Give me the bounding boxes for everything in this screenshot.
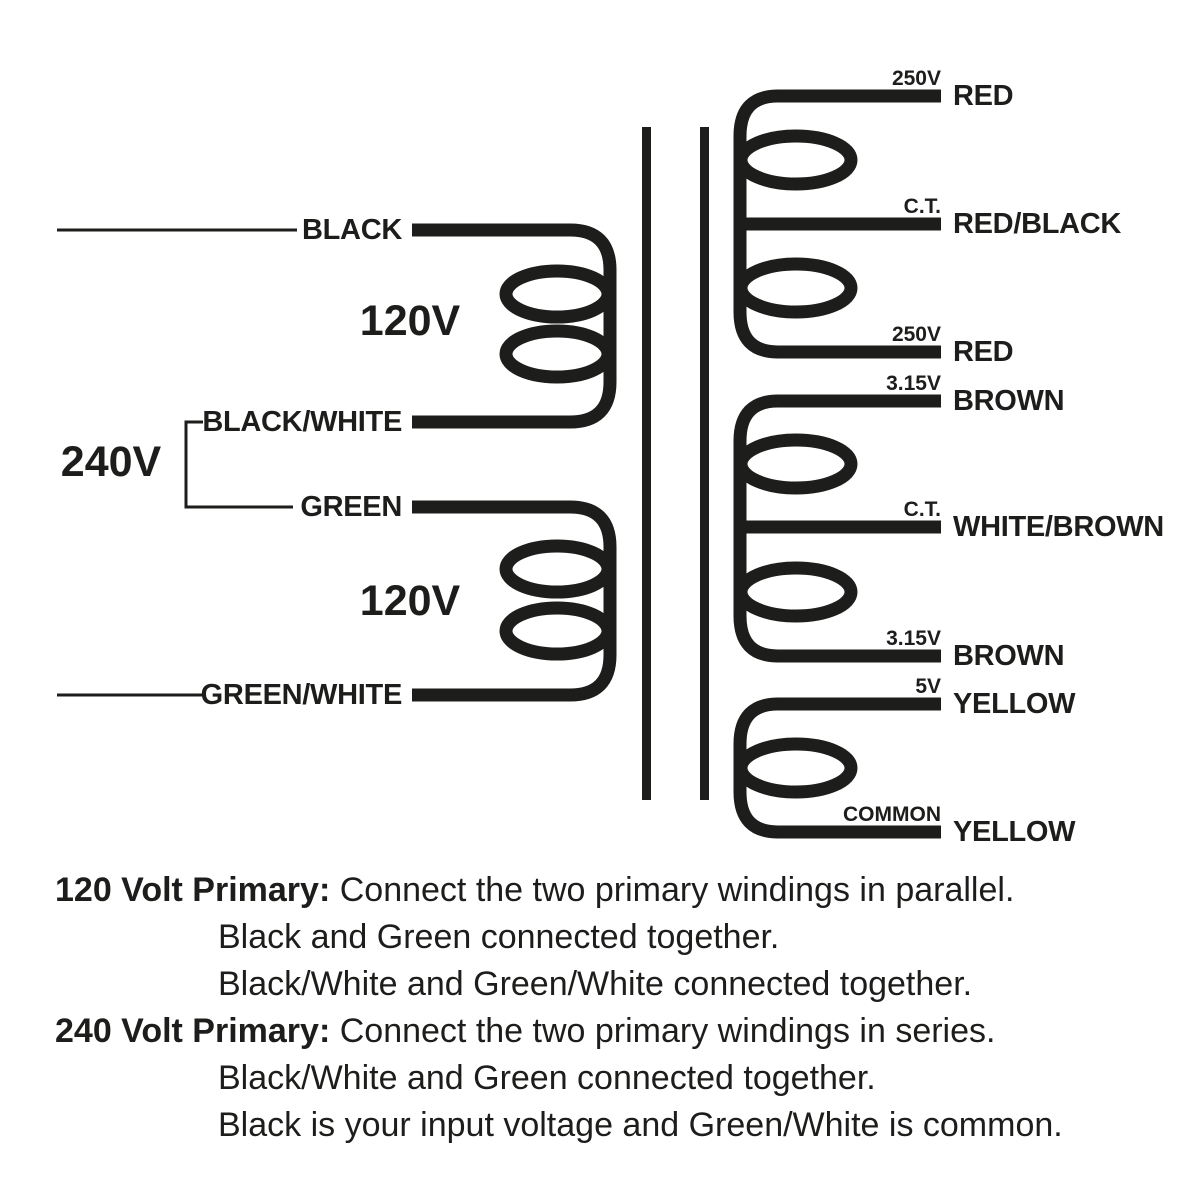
lead-label-black-white: BLACK/WHITE <box>202 406 402 438</box>
wire-label-white-brown: WHITE/BROWN <box>953 511 1164 543</box>
note-240v-text: Connect the two primary windings in seri… <box>339 1012 996 1050</box>
tap-label-3-15v-top: 3.15V <box>886 372 941 395</box>
note-text: Black/White and Green connected together… <box>218 1059 876 1097</box>
wire-label-red-top: RED <box>953 80 1013 112</box>
secondary-hv-turn <box>734 257 858 319</box>
core-bar-right <box>700 127 709 800</box>
secondary-6v-turn <box>734 561 858 623</box>
primary-series-voltage: 240V <box>61 438 162 486</box>
note-120v-title: 120 Volt Primary: <box>55 871 331 909</box>
tap-label-common: COMMON <box>843 803 941 826</box>
primary-winding-2-turn <box>499 539 615 599</box>
note-line: Black and Green connected together. <box>218 917 779 957</box>
note-line: Black/White and Green/White connected to… <box>218 964 972 1004</box>
note-text: Black/White and Green/White connected to… <box>218 965 973 1003</box>
wire-label-brown-top: BROWN <box>953 385 1064 417</box>
core-bar-left <box>642 127 651 800</box>
bracket-240v <box>184 420 293 509</box>
tap-label-ct-6v: C.T. <box>904 498 941 521</box>
primary-winding-1-coil <box>412 223 617 429</box>
lead-label-green-white: GREEN/WHITE <box>201 679 402 711</box>
primary-winding-2-voltage: 120V <box>360 577 461 625</box>
primary-winding-1-voltage: 120V <box>360 297 461 345</box>
wire-label-red-black: RED/BLACK <box>953 208 1121 240</box>
wire-label-brown-bottom: BROWN <box>953 640 1064 672</box>
secondary-hv-turn <box>734 129 858 191</box>
wire-label-yellow-top: YELLOW <box>953 688 1076 720</box>
tap-label-ct-hv: C.T. <box>904 195 941 218</box>
tap-label-3-15v-bottom: 3.15V <box>886 627 941 650</box>
note-240v-title: 240 Volt Primary: <box>55 1012 331 1050</box>
lead-label-green: GREEN <box>300 491 402 523</box>
primary-winding-1-turn <box>499 324 615 384</box>
tap-label-5v: 5V <box>915 675 941 698</box>
primary-winding-2-coil <box>412 500 617 702</box>
note-line: Black/White and Green connected together… <box>218 1058 876 1098</box>
wire-label-yellow-bottom: YELLOW <box>953 816 1076 848</box>
note-line: 120 Volt Primary: Connect the two primar… <box>55 870 1014 910</box>
tap-label-250v-bottom: 250V <box>892 323 941 346</box>
primary-winding-1-turn <box>499 264 615 324</box>
secondary-5v-turn <box>734 737 858 799</box>
secondary-6v-turn <box>734 433 858 495</box>
note-text: Black is your input voltage and Green/Wh… <box>218 1106 1063 1144</box>
tap-label-250v-top: 250V <box>892 67 941 90</box>
lead-label-black: BLACK <box>302 214 402 246</box>
note-text: Black and Green connected together. <box>218 918 780 956</box>
note-line: 240 Volt Primary: Connect the two primar… <box>55 1011 995 1051</box>
primary-winding-2-turn <box>499 601 615 661</box>
wire-label-red-bottom: RED <box>953 336 1013 368</box>
note-120v-text: Connect the two primary windings in para… <box>339 871 1015 909</box>
note-line: Black is your input voltage and Green/Wh… <box>218 1105 1063 1145</box>
